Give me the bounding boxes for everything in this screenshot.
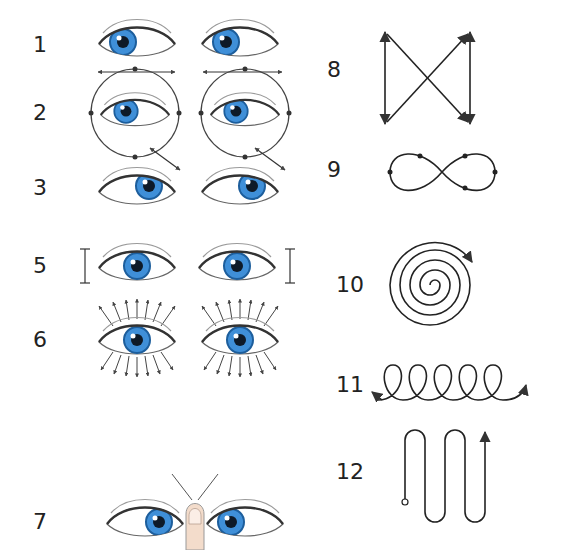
exercise-number: 6 xyxy=(33,329,47,351)
exercise-number: 8 xyxy=(327,59,341,81)
exercise-number: 12 xyxy=(336,461,364,483)
exercise-number: 11 xyxy=(336,374,364,396)
exercise-number: 10 xyxy=(336,274,364,296)
exercise-number: 9 xyxy=(327,159,341,181)
exercise-number: 2 xyxy=(33,102,47,124)
exercise-number: 7 xyxy=(33,511,47,533)
exercise-number: 5 xyxy=(33,255,47,277)
exercise-number: 1 xyxy=(33,34,47,56)
exercise-number: 3 xyxy=(33,177,47,199)
